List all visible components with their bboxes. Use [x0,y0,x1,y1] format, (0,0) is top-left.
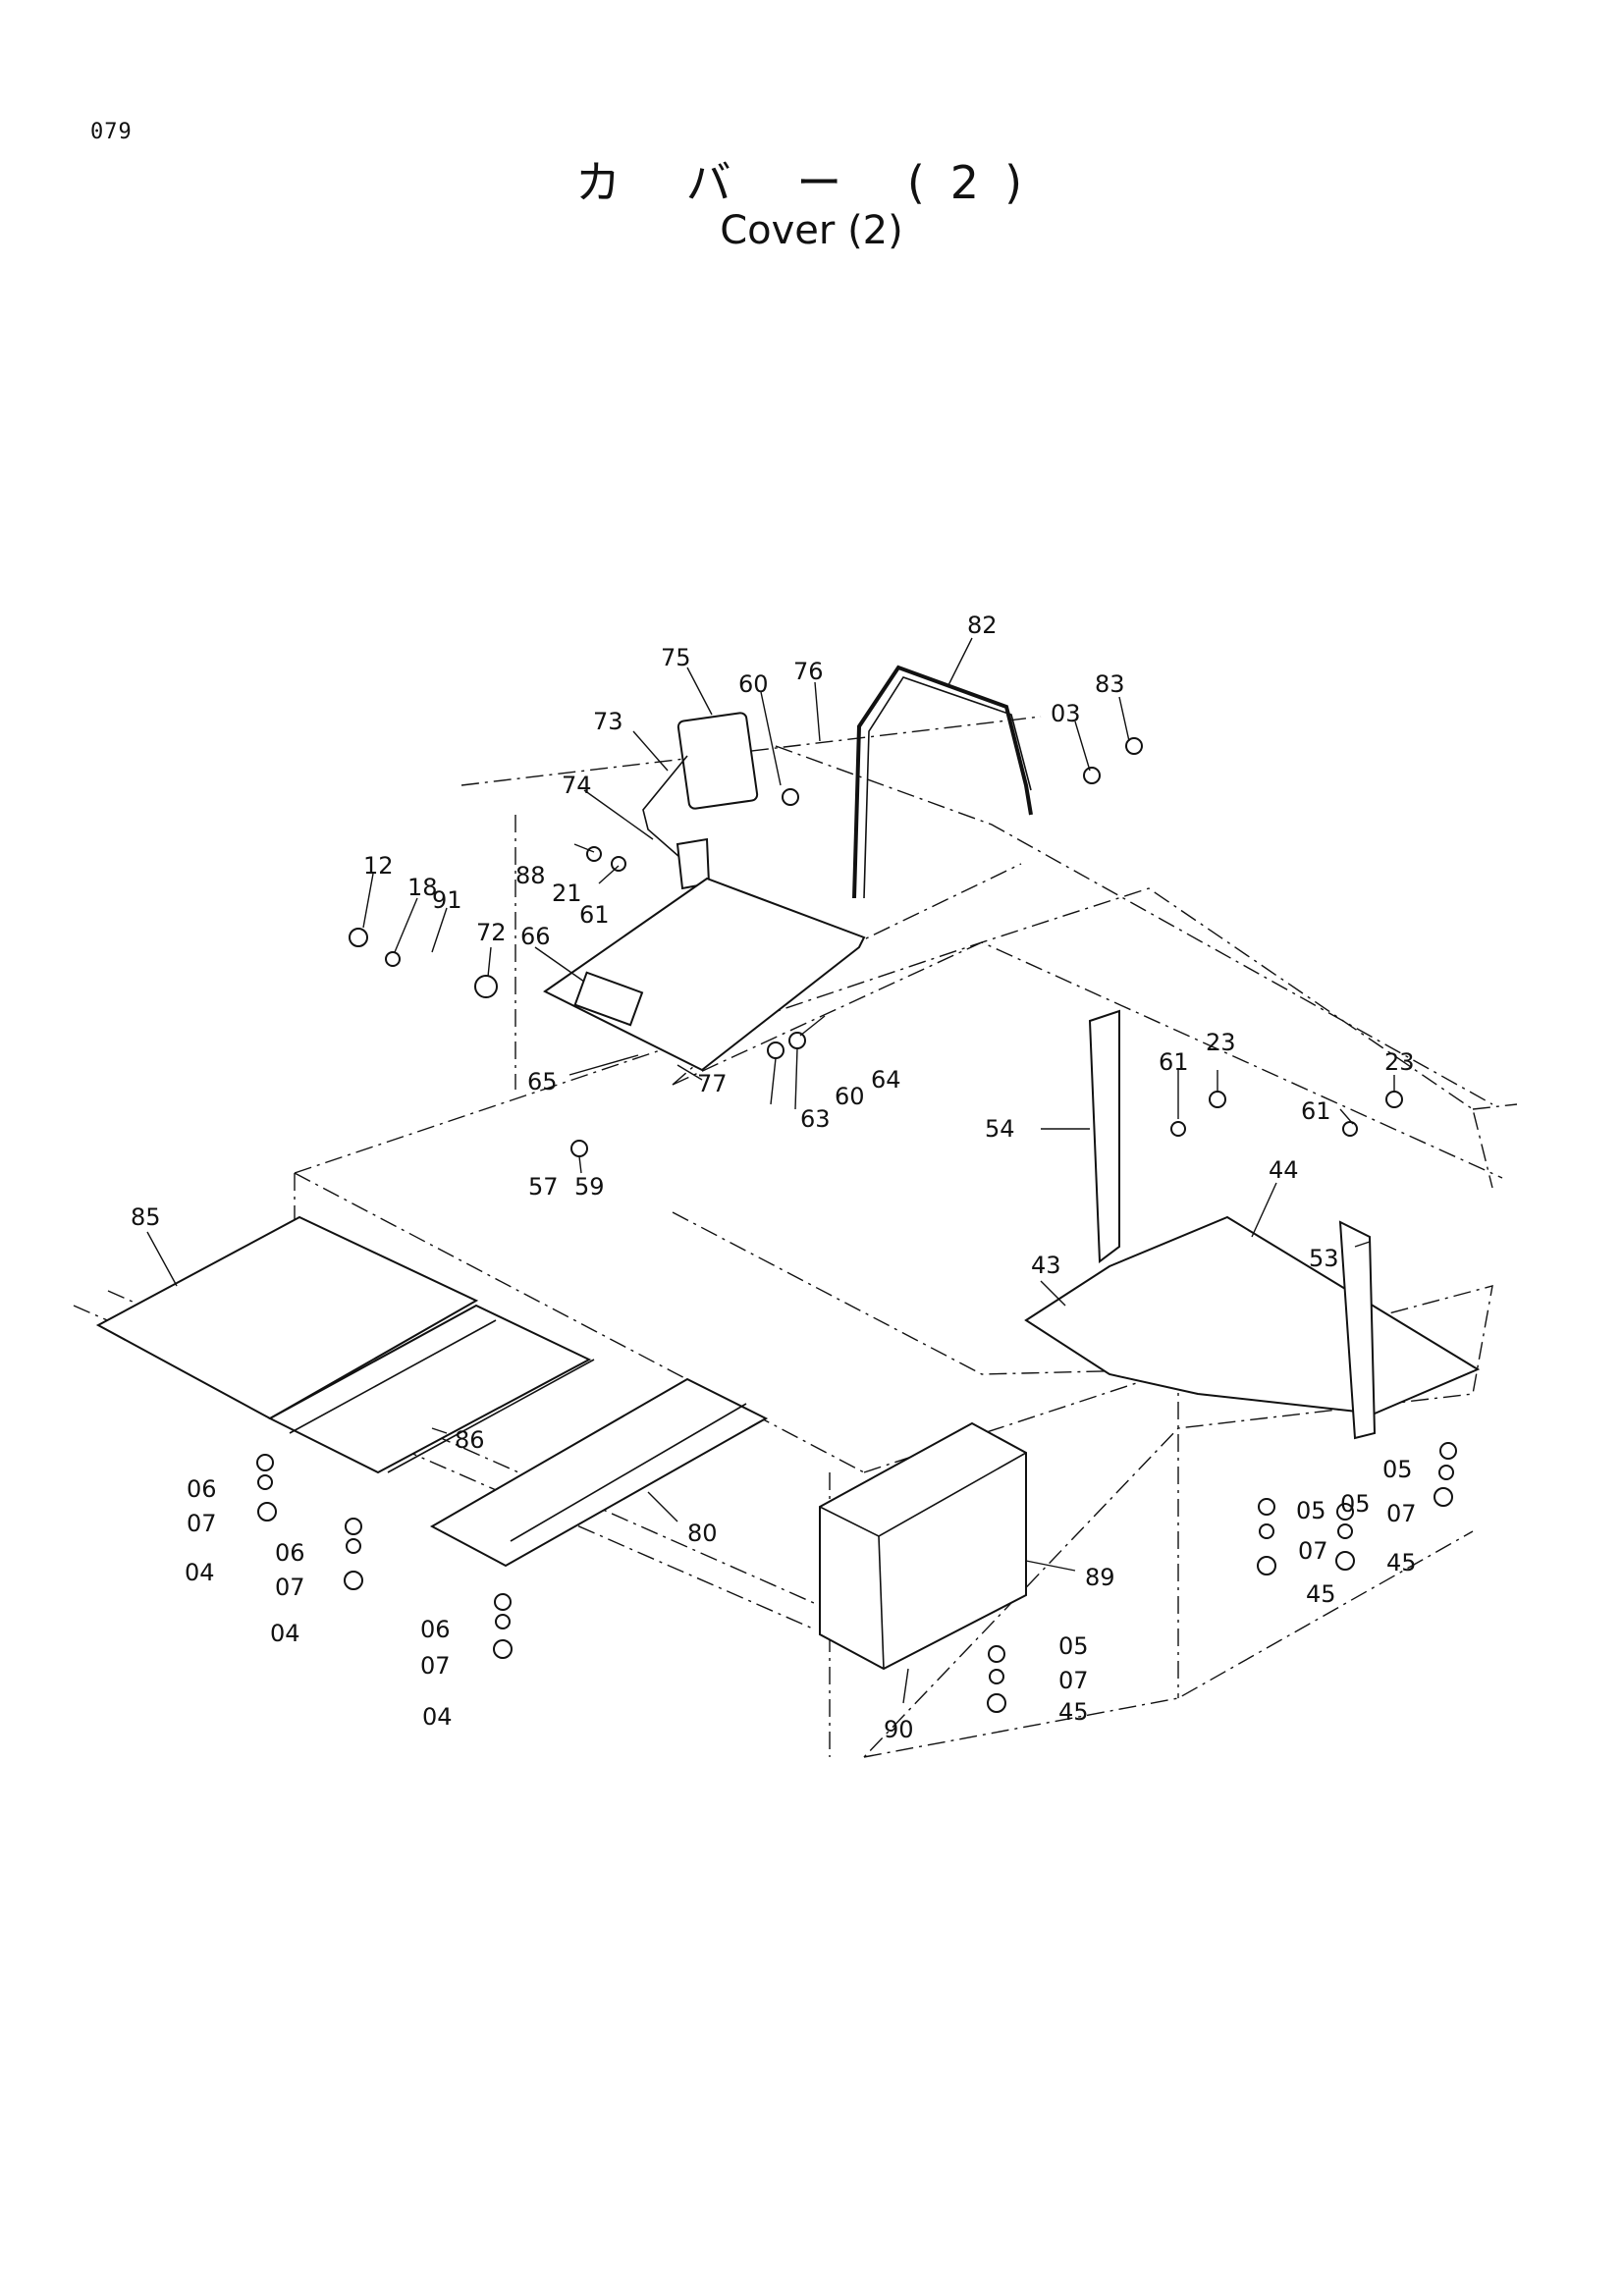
callout-85: 85 [131,1203,161,1231]
callout-88: 88 [515,862,546,889]
callout-07f: 07 [1386,1500,1417,1527]
callout-labels: 75 60 76 82 83 03 73 74 88 21 61 12 18 9… [131,612,1417,1743]
callout-45c: 45 [1386,1549,1417,1576]
callout-04c: 04 [422,1703,453,1731]
title-english: Cover (2) [720,208,903,253]
callout-61b: 61 [1159,1048,1189,1076]
callout-23a: 23 [1206,1029,1236,1056]
callout-45a: 45 [1058,1698,1089,1726]
handrail-82 [852,665,1033,899]
leader-lines [146,637,1395,1704]
callout-76: 76 [793,658,824,685]
top-cover-66 [543,877,866,1072]
callout-06b: 06 [275,1539,305,1567]
callout-73: 73 [593,708,623,735]
callout-54: 54 [985,1115,1015,1143]
callout-04a: 04 [185,1559,215,1586]
callout-06a: 06 [187,1475,217,1503]
callout-90: 90 [884,1716,914,1743]
callout-63: 63 [800,1105,831,1133]
callout-03: 03 [1051,700,1081,727]
callout-77: 77 [697,1070,728,1097]
callout-06c: 06 [420,1616,451,1643]
mirror-75 [676,712,759,810]
callout-23b: 23 [1384,1048,1415,1076]
callout-07e: 07 [1298,1537,1328,1565]
callout-57: 57 [528,1173,559,1201]
callout-61c: 61 [1301,1097,1331,1125]
mirror-stay-73 [642,755,688,865]
callout-89: 89 [1085,1564,1115,1591]
callout-45b: 45 [1306,1580,1336,1608]
callout-86: 86 [455,1426,485,1454]
callout-80: 80 [687,1520,718,1547]
callout-59: 59 [574,1173,605,1201]
callout-60a: 60 [738,670,769,698]
callout-05c: 05 [1340,1490,1371,1518]
callout-64: 64 [871,1066,901,1094]
callout-07c: 07 [420,1652,451,1680]
mirror-assembly [642,712,759,890]
callout-60b: 60 [835,1083,865,1110]
callout-66: 66 [520,923,551,950]
title-japanese: カ バ ー (2) [574,156,1049,209]
right-cover-43-44 [1024,1009,1481,1440]
callout-07b: 07 [275,1574,305,1601]
callout-61a: 61 [579,901,610,929]
callout-83: 83 [1095,670,1125,698]
callout-82: 82 [967,612,998,639]
plate-80 [429,1377,769,1568]
callout-74: 74 [562,772,592,799]
callout-72: 72 [476,919,507,946]
callout-07a: 07 [187,1510,217,1537]
plate-85 [95,1215,479,1420]
side-box-89 [819,1421,1027,1671]
callout-05a: 05 [1058,1632,1089,1660]
callout-43: 43 [1031,1252,1061,1279]
callout-04b: 04 [270,1620,300,1647]
callout-65: 65 [527,1068,558,1095]
page-number: 079 [90,120,133,144]
floor-plates [95,1215,769,1568]
callout-44: 44 [1269,1156,1299,1184]
callout-18: 18 [407,874,438,901]
callout-75: 75 [661,644,691,671]
callout-53: 53 [1309,1245,1339,1272]
callout-91: 91 [432,886,462,914]
callout-05b: 05 [1296,1497,1326,1524]
callout-21: 21 [552,880,582,907]
callout-12: 12 [363,852,394,880]
plate-86 [267,1304,592,1474]
callout-07d: 07 [1058,1667,1089,1694]
fasteners [256,737,1457,1713]
callout-05d: 05 [1382,1456,1413,1483]
